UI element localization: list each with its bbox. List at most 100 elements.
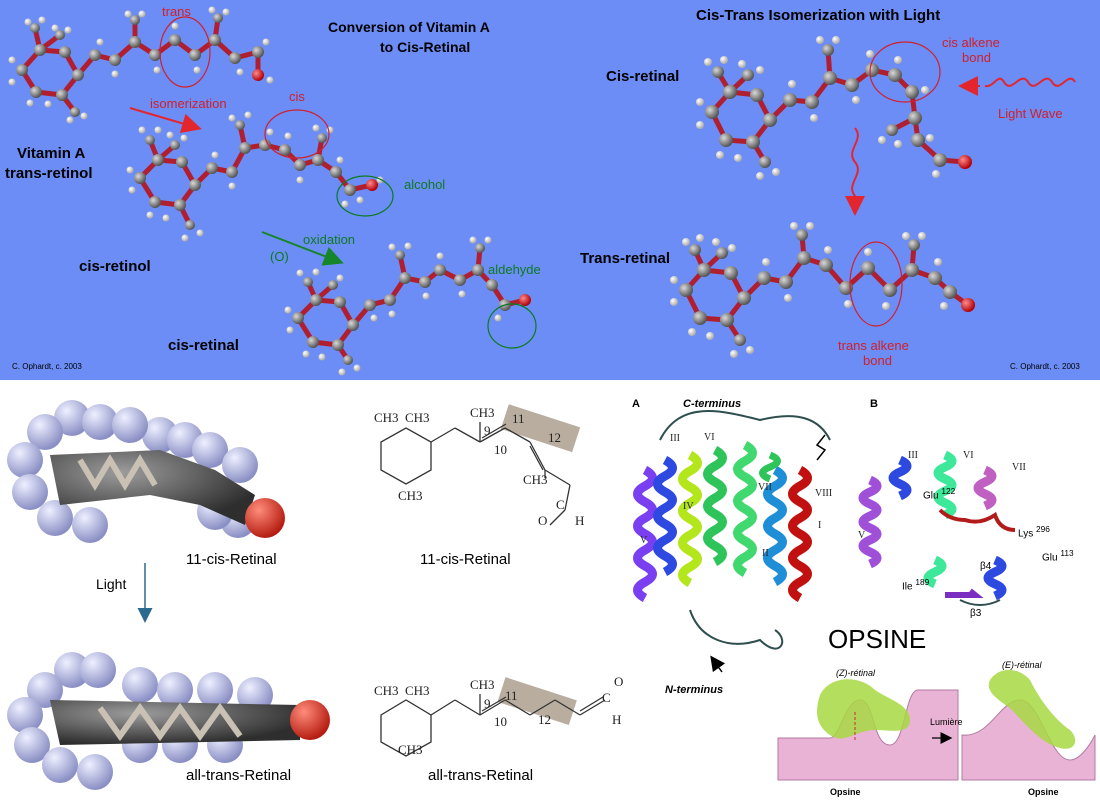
sk-top-n12: 12 bbox=[548, 430, 561, 445]
opsin-pocket-diagram bbox=[777, 669, 1096, 781]
strand-beta3: β3 bbox=[970, 608, 982, 619]
trans-alkene-ring bbox=[849, 241, 903, 327]
cis-highlight-ring bbox=[264, 109, 330, 159]
sk-bot-n11: 11 bbox=[505, 688, 518, 703]
trans-label: trans bbox=[162, 4, 191, 19]
rhodopsin-ribbon-b bbox=[858, 450, 1016, 606]
residue-lys-296-number: 296 bbox=[1035, 524, 1050, 534]
cis-alkene-label-2: bond bbox=[962, 50, 991, 65]
residue-glu-113-number: 113 bbox=[1060, 548, 1074, 558]
cis-alkene-label-1: cis alkene bbox=[942, 35, 1000, 50]
opsine-left-label: Opsine bbox=[830, 787, 861, 797]
space-fill-all-trans bbox=[7, 652, 330, 790]
helix-a-1: I bbox=[818, 520, 822, 531]
sk-top-n9: 9 bbox=[484, 423, 491, 438]
helix-b-7: VII bbox=[1012, 462, 1026, 473]
residue-glu-113: Glu 113 bbox=[1042, 548, 1074, 563]
light-label: Light bbox=[96, 576, 127, 592]
e-retinal-label: (E)-rétinal bbox=[1002, 660, 1042, 670]
skeletal-all-trans bbox=[380, 677, 606, 757]
oxidation-arrow bbox=[261, 231, 344, 266]
residue-ile-189-name: Ile bbox=[902, 581, 913, 593]
sk-bot-o: O bbox=[614, 674, 624, 689]
trans-retinal-label: Trans-retinal bbox=[580, 250, 671, 267]
cis-retinol-label: cis-retinol bbox=[79, 258, 151, 275]
title-cis-trans: Cis-Trans Isomerization with Light bbox=[696, 7, 941, 24]
sk-top-o: O bbox=[538, 513, 548, 528]
sk-bot-ch3-b: CH3 bbox=[405, 683, 430, 698]
n-terminus-label: N-terminus bbox=[665, 684, 724, 696]
cis-label: cis bbox=[289, 89, 305, 104]
sk-top-ch3-e: CH3 bbox=[523, 472, 548, 487]
residue-glu-122: Glu 122 bbox=[923, 486, 955, 501]
space-fill-bottom-label: all-trans-Retinal bbox=[186, 767, 292, 784]
sk-bot-ch3-c: CH3 bbox=[470, 677, 495, 692]
sk-bot-ch3-a: CH3 bbox=[374, 683, 399, 698]
z-retinal-label: (Z)-rétinal bbox=[836, 668, 876, 678]
panel-b-label: B bbox=[870, 398, 878, 410]
sk-top-ch3-c: CH3 bbox=[470, 405, 495, 420]
sk-top-ch3-a: CH3 bbox=[374, 410, 399, 425]
lumiere-label: Lumière bbox=[930, 717, 963, 727]
trans-retinol-label: trans-retinol bbox=[5, 165, 93, 182]
residue-lys-296: Lys 296 bbox=[1018, 524, 1050, 539]
sk-top-h: H bbox=[575, 513, 585, 528]
isomerization-label: isomerization bbox=[150, 96, 227, 111]
sk-bot-n12: 12 bbox=[538, 712, 551, 727]
residue-glu-113-name: Glu bbox=[1042, 552, 1058, 564]
helix-b-6: VI bbox=[963, 450, 974, 461]
space-fill-11-cis bbox=[7, 400, 285, 543]
light-wave-label: Light Wave bbox=[998, 106, 1063, 121]
cis-retinal-right-label: Cis-retinal bbox=[606, 68, 680, 85]
isomerization-arrow bbox=[129, 107, 202, 134]
skeletal-bottom-label: all-trans-Retinal bbox=[428, 767, 534, 784]
trans-retinal-atoms bbox=[670, 222, 975, 358]
sk-bot-c: C bbox=[602, 690, 611, 705]
residue-ile-189-number: 189 bbox=[915, 577, 930, 587]
alcohol-highlight-ring bbox=[336, 175, 394, 217]
vitamin-a-label: Vitamin A bbox=[17, 145, 86, 162]
helix-a-2: II bbox=[762, 548, 769, 559]
light-wave-squiggle bbox=[984, 77, 1076, 88]
panel-a-label: A bbox=[632, 398, 640, 410]
aldehyde-label: aldehyde bbox=[488, 262, 541, 277]
helix-a-3: III bbox=[670, 433, 680, 444]
cis-retinol-atoms bbox=[126, 111, 384, 242]
sk-top-c: C bbox=[556, 497, 565, 512]
helix-b-5: V bbox=[858, 530, 866, 541]
helix-a-4: IV bbox=[683, 501, 694, 512]
cis-alkene-ring bbox=[869, 41, 941, 103]
aldehyde-highlight-ring bbox=[487, 303, 537, 349]
helix-b-3: III bbox=[908, 450, 918, 461]
residue-glu-122-number: 122 bbox=[941, 486, 956, 496]
cis-retinal-atoms bbox=[284, 236, 531, 376]
helix-a-5: V bbox=[640, 535, 648, 546]
sk-top-n11: 11 bbox=[512, 411, 525, 426]
light-arrow-down bbox=[845, 127, 866, 216]
sk-bot-ch3-d: CH3 bbox=[398, 742, 423, 757]
sk-top-ch3-b: CH3 bbox=[405, 410, 430, 425]
opsine-right-label: Opsine bbox=[1028, 787, 1059, 797]
trans-highlight-ring bbox=[159, 16, 211, 88]
trans-alkene-label-2: bond bbox=[863, 353, 892, 368]
title-conversion-line2: to Cis-Retinal bbox=[380, 39, 471, 55]
strand-beta4: β4 bbox=[980, 561, 992, 572]
sk-top-n10: 10 bbox=[494, 442, 507, 457]
helix-a-6: VI bbox=[704, 432, 715, 443]
cis-retinal-label: cis-retinal bbox=[168, 337, 239, 354]
sk-bot-n9: 9 bbox=[484, 696, 491, 711]
rhodopsin-ribbon-a bbox=[633, 410, 831, 673]
residue-glu-122-name: Glu bbox=[923, 490, 939, 502]
vitamin-a-atoms bbox=[8, 6, 274, 124]
cis-retinal-right-atoms bbox=[696, 36, 972, 180]
helix-a-7: VII bbox=[758, 482, 772, 493]
skeletal-top-label: 11-cis-Retinal bbox=[420, 551, 511, 568]
residue-ile-189: Ile 189 bbox=[902, 577, 929, 592]
sk-bot-n10: 10 bbox=[494, 714, 507, 729]
title-conversion-line1: Conversion of Vitamin A bbox=[328, 19, 490, 35]
credit-right: C. Ophardt, c. 2003 bbox=[1010, 362, 1080, 371]
alcohol-label: alcohol bbox=[404, 177, 446, 192]
oxidation-label: oxidation bbox=[303, 232, 356, 247]
space-fill-top-label: 11-cis-Retinal bbox=[186, 551, 277, 568]
